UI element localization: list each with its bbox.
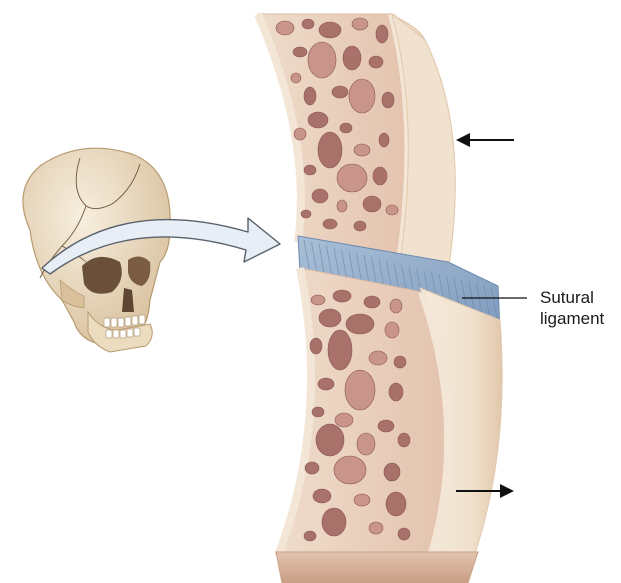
spongy-pore <box>304 87 316 105</box>
spongy-pore <box>313 489 331 503</box>
spongy-pore <box>322 508 346 536</box>
spongy-pore <box>384 463 400 481</box>
skull-icon <box>23 148 170 352</box>
spongy-pore <box>363 196 381 212</box>
spongy-pore <box>340 123 352 133</box>
spongy-pore <box>304 531 316 541</box>
spongy-pore <box>389 383 403 401</box>
spongy-pore <box>337 200 347 212</box>
spongy-pore <box>346 314 374 334</box>
spongy-pore <box>335 413 353 427</box>
spongy-pore <box>312 189 328 203</box>
spongy-pore <box>291 73 301 83</box>
spongy-pore <box>369 351 387 365</box>
spongy-pore <box>318 378 334 390</box>
spongy-pore <box>319 22 341 38</box>
spongy-pore <box>378 420 394 432</box>
spongy-pore <box>376 25 388 43</box>
spongy-pore <box>310 338 322 354</box>
spongy-pore <box>345 370 375 410</box>
spongy-pore <box>379 133 389 147</box>
spongy-pore <box>369 56 383 68</box>
spongy-pore <box>312 407 324 417</box>
spongy-pore <box>332 86 348 98</box>
spongy-pore <box>302 19 314 29</box>
spongy-pore <box>319 309 341 327</box>
spongy-pore <box>352 18 368 30</box>
spongy-pore <box>394 356 406 368</box>
spongy-pore <box>357 433 375 455</box>
spongy-pore <box>369 522 383 534</box>
spongy-pore <box>293 47 307 57</box>
label-line-2: ligament <box>540 309 605 328</box>
spongy-pore <box>354 221 366 231</box>
spongy-pore <box>305 462 319 474</box>
spongy-pore <box>301 210 311 218</box>
spongy-pore <box>343 46 361 70</box>
label-line-1: Sutural <box>540 288 594 307</box>
spongy-pore <box>276 21 294 35</box>
spongy-pore <box>364 296 380 308</box>
spongy-pore <box>308 112 328 128</box>
spongy-pore <box>386 492 406 516</box>
spongy-pore <box>333 290 351 302</box>
spongy-pore <box>386 205 398 215</box>
spongy-pore <box>311 295 325 305</box>
spongy-pore <box>354 144 370 156</box>
spongy-pore <box>308 42 336 78</box>
spongy-pore <box>385 322 399 338</box>
spongy-pore <box>390 299 402 313</box>
spongy-pore <box>382 92 394 108</box>
spongy-pore <box>354 494 370 506</box>
spongy-pore <box>328 330 352 370</box>
spongy-pore <box>373 167 387 185</box>
spongy-pore <box>323 219 337 229</box>
spongy-pore <box>318 132 342 168</box>
spongy-pore <box>349 79 375 113</box>
spongy-pore <box>398 433 410 447</box>
spongy-pore <box>334 456 366 484</box>
spongy-pore <box>337 164 367 192</box>
spongy-pore <box>294 128 306 140</box>
spongy-pore <box>304 165 316 175</box>
spongy-pore <box>316 424 344 456</box>
spongy-pore <box>398 528 410 540</box>
compression-arrow-top <box>456 133 514 147</box>
